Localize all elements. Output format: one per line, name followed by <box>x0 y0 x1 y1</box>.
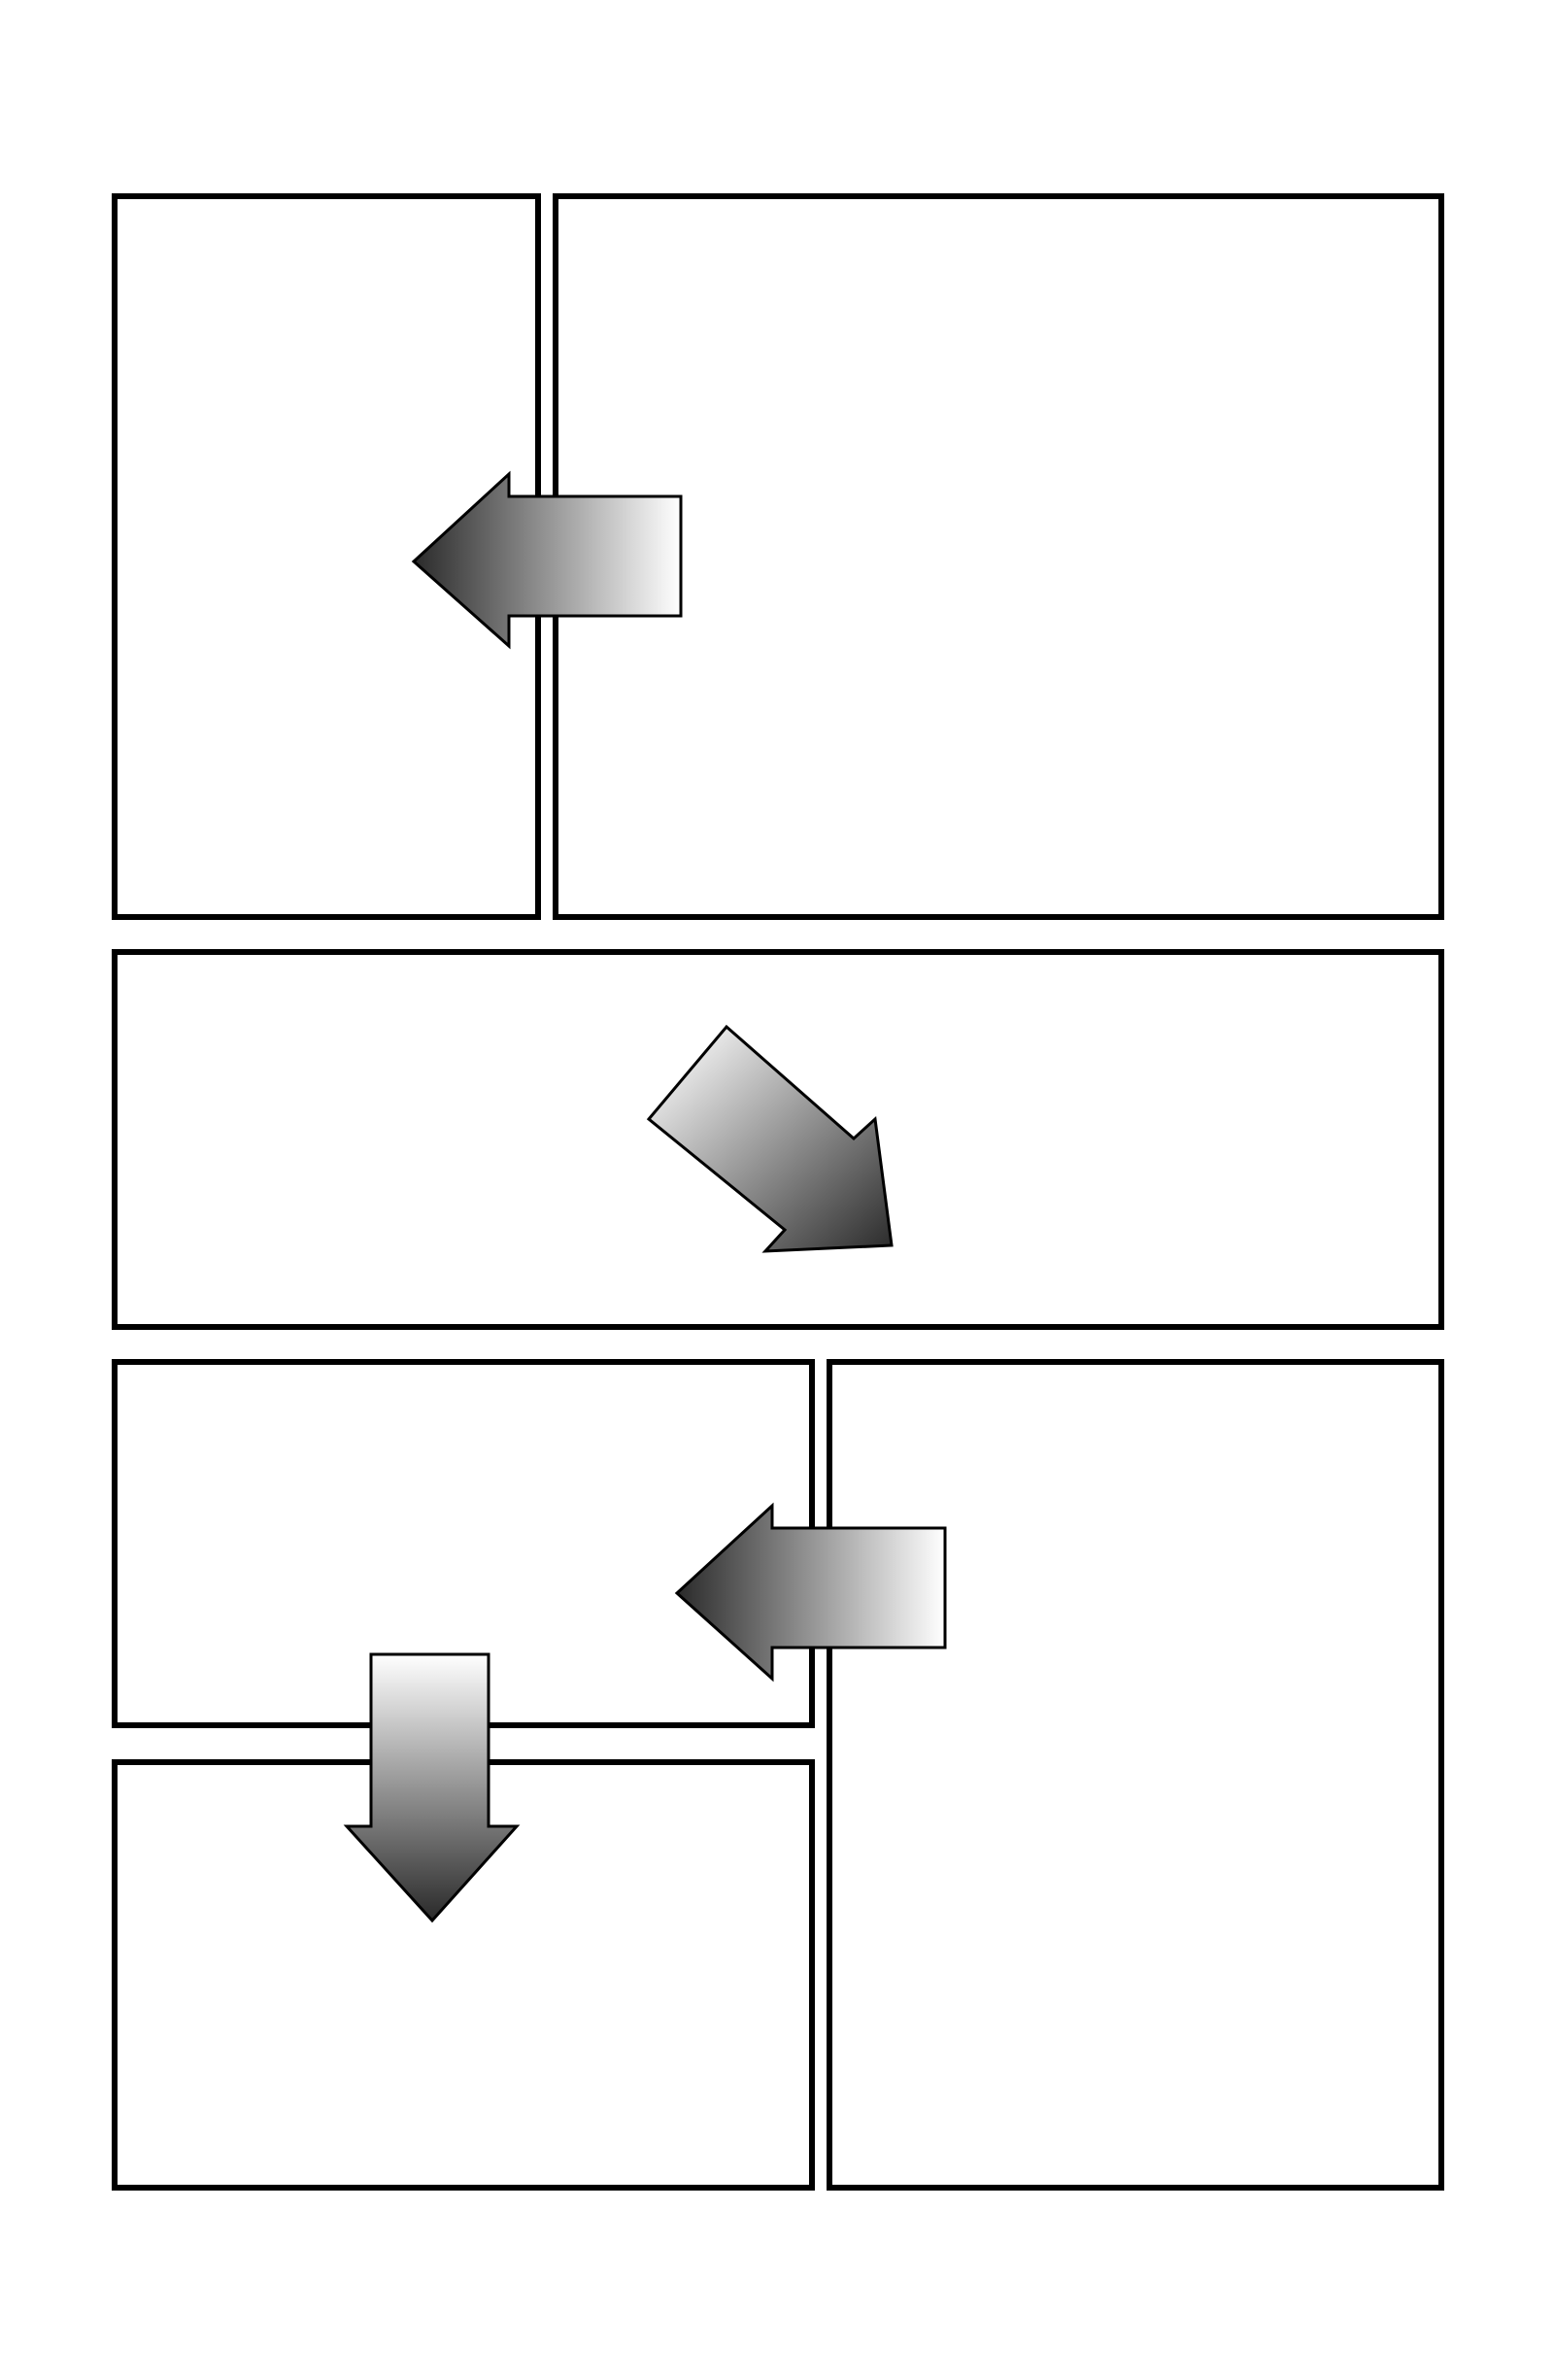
arrow-down-icon <box>343 1652 521 1923</box>
arrow-left-icon <box>674 1502 947 1683</box>
arrow-left-icon <box>411 470 683 650</box>
panel-4-bottom-left-upper <box>112 1359 815 1728</box>
panel-2-top-right <box>553 193 1444 920</box>
arrow-down-right-icon <box>646 1024 894 1253</box>
panel-6-bottom-right-tall <box>827 1359 1444 2191</box>
